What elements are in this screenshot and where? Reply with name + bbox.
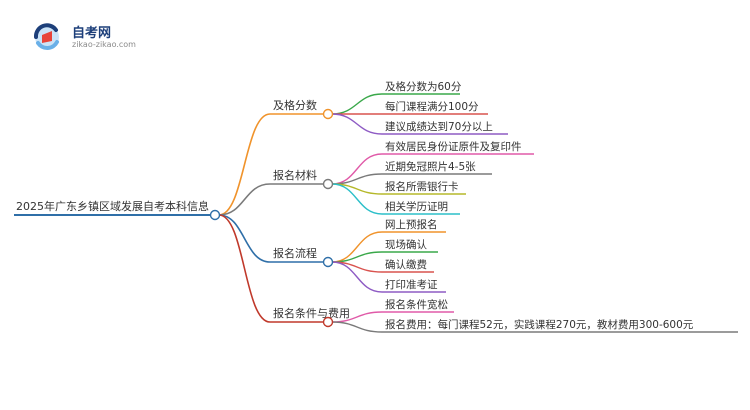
- branch-connector-1: [218, 113, 271, 216]
- branch-connector-3: [218, 214, 271, 263]
- branch-node-2: [322, 178, 334, 190]
- branch-connector-4: [218, 214, 271, 323]
- branch-node-3: [322, 256, 334, 268]
- child-connector-1-3: [331, 113, 383, 135]
- branch-node-4: [322, 316, 334, 328]
- logo-title: 自考网: [72, 26, 112, 41]
- root-node: [209, 209, 221, 221]
- logo-mark-icon: [34, 23, 59, 50]
- site-logo[interactable]: 自考网 zikao-zikao.com: [32, 20, 152, 52]
- branch-label-4: 报名条件与费用: [273, 306, 350, 320]
- child-label-1-2: 每门课程满分100分: [385, 100, 479, 113]
- child-label-3-1: 网上预报名: [385, 218, 438, 231]
- branch-connector-2: [218, 183, 271, 216]
- child-connector-2-4: [331, 183, 383, 215]
- child-label-2-1: 有效居民身份证原件及复印件: [385, 140, 522, 153]
- branch-node-1: [322, 108, 334, 120]
- child-label-3-3: 确认缴费: [385, 258, 427, 271]
- child-connector-3-4: [331, 261, 383, 293]
- child-connector-1-1: [331, 93, 383, 115]
- child-label-2-3: 报名所需银行卡: [385, 180, 459, 193]
- logo-domain: zikao-zikao.com: [72, 40, 136, 49]
- child-label-2-4: 相关学历证明: [385, 200, 448, 213]
- child-label-3-4: 打印准考证: [385, 278, 438, 291]
- child-connector-4-2: [331, 321, 383, 333]
- root-label: 2025年广东乡镇区域发展自考本科信息: [16, 199, 209, 213]
- child-label-1-1: 及格分数为60分: [385, 80, 462, 93]
- child-label-3-2: 现场确认: [385, 238, 427, 251]
- child-label-4-1: 报名条件宽松: [385, 298, 448, 311]
- branch-label-2: 报名材料: [273, 168, 317, 182]
- child-label-4-2: 报名费用：每门课程52元，实践课程270元，教材费用300-600元: [385, 318, 694, 331]
- branch-label-1: 及格分数: [273, 98, 317, 112]
- child-label-2-2: 近期免冠照片4-5张: [385, 160, 476, 173]
- branch-label-3: 报名流程: [273, 246, 317, 260]
- child-label-1-3: 建议成绩达到70分以上: [385, 120, 493, 133]
